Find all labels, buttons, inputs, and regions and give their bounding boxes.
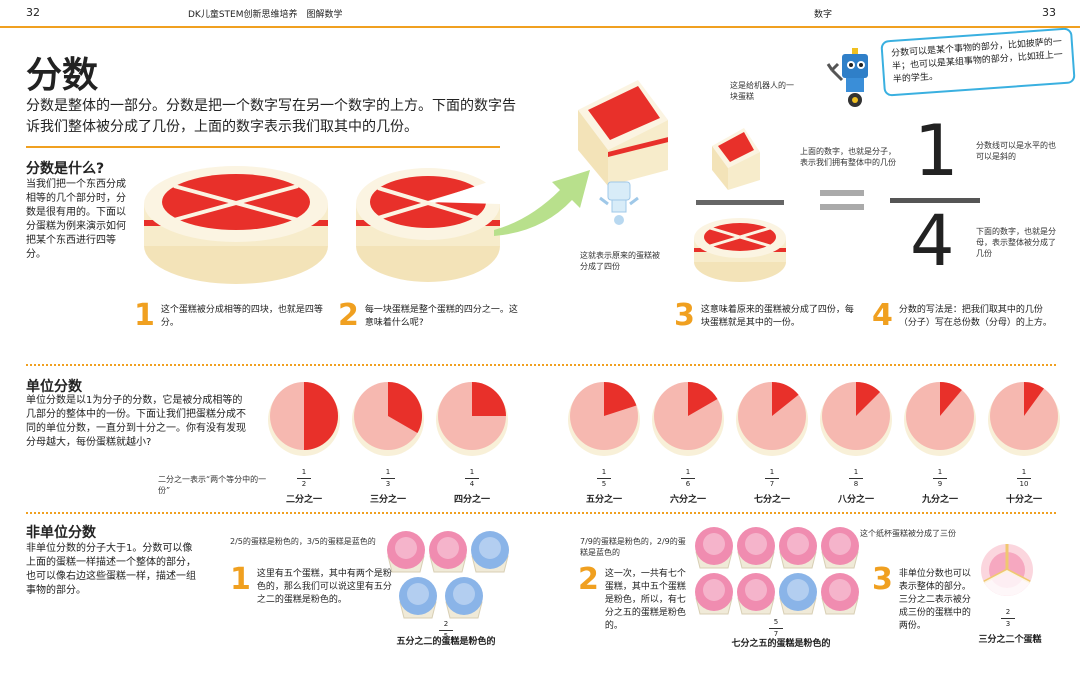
unit-cake-7 (736, 382, 808, 456)
step-3: 3 这意味着原来的蛋糕被分成了四份，每块蛋糕就是其中的一份。 (674, 298, 854, 333)
unit-cake-2 (268, 382, 340, 456)
label-1-9: 九分之一 (921, 495, 958, 505)
fraction-bar (890, 198, 980, 203)
label-1-10: 十分之一 (1005, 495, 1042, 505)
cupcake-7 (821, 573, 859, 615)
step-4: 4 分数的写法是：把我们取其中的几份（分子）写在总份数（分母）的上方。 (872, 298, 1052, 333)
step-2: 2 每一块蛋糕是整个蛋糕的四分之一。这意味着什么呢? (338, 298, 518, 333)
unit-cake-4 (436, 382, 508, 456)
cupcake-2 (471, 531, 509, 573)
cake-slice-large (578, 80, 668, 186)
page-title: 分数 (26, 55, 99, 96)
whole-cake-quartered (144, 166, 328, 284)
label-two-thirds: 三分之二个蛋糕 (978, 635, 1042, 645)
label-1-3: 三分之一 (369, 495, 406, 505)
cupcake-4 (695, 573, 733, 615)
cake-slice-small (712, 128, 760, 190)
label-1-6: 六分之一 (669, 495, 706, 505)
cupcake-group-five (387, 531, 509, 619)
section-heading-unit: 单位分数 (26, 379, 82, 395)
cupcake-2 (779, 527, 817, 569)
label-1-5: 五分之一 (585, 495, 622, 505)
section-name: 数字 (814, 10, 833, 20)
note-cupcake-thirds: 这个纸杯蛋糕被分成了三份 (860, 529, 956, 538)
robot-speech-bubble: 分数可以是某个事物的部分，比如披萨的一半；也可以是某组事物的部分，比如班上一半的… (880, 27, 1076, 97)
label-five-sevenths: 七分之五的蛋糕是粉色的 (731, 639, 831, 649)
robot-icon (826, 48, 868, 107)
unit-cake-10 (988, 382, 1060, 456)
cupcake-3 (399, 577, 437, 619)
book-title: DK儿童STEM创新思维培养 图解数学 (188, 10, 343, 20)
step-1: 1 这个蛋糕被分成相等的四块，也就是四等分。 (134, 298, 323, 333)
note-fraction-bar: 分数线可以是水平的也可以是斜的 (976, 141, 1056, 161)
section-text-what-is: 当我们把一个东西分成相等的几个部分时，分数是很有用的。下面以分蛋糕为例来演示如何… (26, 179, 126, 260)
section-heading-nonunit: 非单位分数 (26, 525, 96, 541)
cupcake-5 (737, 573, 775, 615)
label-two-fifths: 五分之二的蛋糕是粉色的 (396, 637, 496, 647)
denominator-digit: 4 (910, 200, 955, 282)
dotted-divider-1 (26, 364, 1056, 366)
cupcake-0 (387, 531, 425, 573)
cake-denominator-picture (694, 218, 786, 282)
nonunit-step-1: 1 这里有五个蛋糕，其中有两个是粉色的，那么我们可以说这里有五分之二的蛋糕是粉色… (230, 562, 392, 606)
numerator-digit: 1 (914, 110, 959, 192)
note-numerator: 上面的数字，也就是分子，表示我们拥有整体中的几份 (800, 147, 896, 167)
section-heading-what-is: 分数是什么? (26, 161, 105, 177)
small-robot-icon (599, 181, 639, 225)
divider (26, 146, 500, 148)
label-1-4: 四分之一 (453, 495, 490, 505)
unit-cake-6 (652, 382, 724, 456)
nonunit-step-3: 3 非单位分数也可以表示整体的部分。三分之二表示被分成三份的蛋糕中的两份。 (872, 562, 971, 632)
cupcake-thirds (981, 544, 1033, 596)
label-1-8: 八分之一 (837, 495, 874, 505)
page-header: 32 DK儿童STEM创新思维培养 图解数学 数字 33 (0, 0, 1080, 28)
left-page-number: 32 (26, 6, 40, 19)
unit-cake-8 (820, 382, 892, 456)
label-1-2: 二分之一 (285, 495, 322, 505)
intro-text: 分数是整体的一部分。分数是把一个数字写在另一个数字的上方。下面的数字告诉我们整体… (26, 98, 516, 135)
unit-cake-9 (904, 382, 976, 456)
dotted-divider-2 (26, 512, 1056, 514)
note-cupcakes-1: 2/5的蛋糕是粉色的，3/5的蛋糕是蓝色的 (230, 537, 376, 546)
cupcake-4 (445, 577, 483, 619)
cupcake-1 (737, 527, 775, 569)
note-denominator: 下面的数字，也就是分母，表示整体被分成了几份 (976, 227, 1056, 258)
unit-cake-3 (352, 382, 424, 456)
unit-cake-5 (568, 382, 640, 456)
cupcake-3 (821, 527, 859, 569)
cupcake-1 (429, 531, 467, 573)
cake-missing-quarter (356, 168, 500, 282)
note-original-cake: 这就表示原来的蛋糕被分成了四份 (580, 251, 660, 271)
equals-sign (820, 190, 864, 196)
note-robot-piece: 这是给机器人的一块蛋糕 (730, 81, 794, 101)
note-half: 二分之一表示“两个等分中的一份” (158, 475, 267, 495)
section-text-unit: 单位分数是以1为分子的分数，它是被分成相等的几部分的整体中的一份。下面让我们把蛋… (26, 395, 246, 448)
note-cupcakes-2: 7/9的蛋糕是粉色的，2/9的蛋糕是蓝色的 (580, 537, 686, 557)
cupcake-6 (779, 573, 817, 615)
cupcake-group-seven (695, 527, 859, 615)
nonunit-step-2: 2 这一次，一共有七个蛋糕，其中五个蛋糕是粉色，所以，有七分之五的蛋糕是粉色的。 (578, 562, 686, 632)
section-text-nonunit: 非单位分数的分子大于1。分数可以像上面的蛋糕一样描述一个整体的部分，也可以像右边… (26, 543, 196, 596)
cupcake-0 (695, 527, 733, 569)
label-1-7: 七分之一 (753, 495, 790, 505)
arrow-icon (494, 170, 590, 236)
right-page-number: 33 (1042, 6, 1056, 19)
fraction-bar-picture (696, 200, 784, 205)
